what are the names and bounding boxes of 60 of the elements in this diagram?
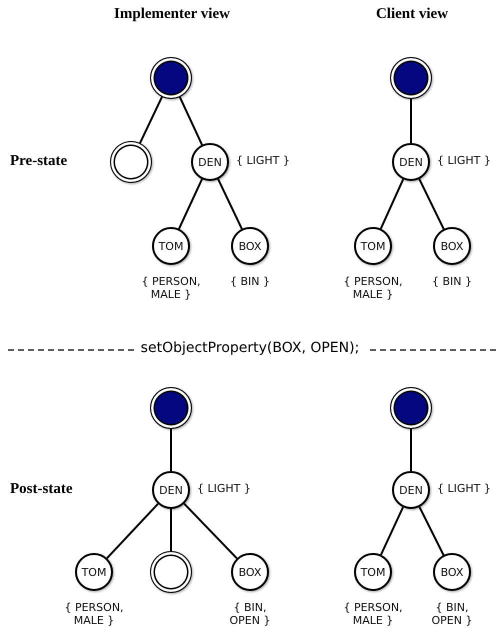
connector-line [410, 429, 412, 471]
connector-line [217, 178, 243, 230]
filled-double-circle [150, 57, 192, 99]
circle-node [191, 143, 229, 181]
connector-line [410, 99, 412, 143]
property-set: { PERSON, MALE } [63, 601, 125, 627]
node-label: TOM [360, 240, 386, 252]
filled-double-circle [390, 57, 432, 99]
property-set: { LIGHT } [197, 482, 251, 495]
property-set: { PERSON, MALE } [342, 601, 404, 627]
node-label: BOX [238, 566, 262, 578]
connector-line [178, 96, 203, 146]
property-set: { LIGHT } [437, 154, 491, 167]
property-set: { BIN, OPEN } [430, 601, 474, 627]
connector-line [418, 178, 445, 230]
property-set: { LIGHT } [437, 482, 491, 495]
node-label: DEN [399, 484, 423, 496]
property-set: { BIN } [430, 275, 473, 288]
node-label: DEN [399, 156, 423, 168]
double-circle [150, 551, 192, 593]
node-label: TOM [82, 566, 106, 578]
node-label: TOM [158, 240, 184, 252]
property-set: { BIN, OPEN } [228, 601, 272, 627]
row-heading: Pre-state [10, 153, 68, 170]
column-heading: Implementer view [114, 6, 230, 23]
connector-line [139, 96, 163, 144]
node-label: BOX [440, 240, 464, 252]
circle-node [231, 553, 269, 591]
property-set: { BIN } [228, 275, 271, 288]
connector-line [178, 178, 203, 230]
node-label: TOM [360, 566, 386, 578]
filled-double-circle [150, 387, 192, 429]
double-circle [110, 141, 152, 183]
circle-node [75, 553, 113, 591]
node-label: BOX [440, 566, 464, 578]
circle-node [152, 471, 190, 509]
circle-node [392, 471, 430, 509]
circle-node [354, 227, 392, 265]
connector-line [170, 429, 172, 471]
circle-node [231, 227, 269, 265]
circle-node [433, 553, 471, 591]
column-heading: Client view [376, 6, 448, 23]
circle-node [354, 553, 392, 591]
connector-line [183, 502, 238, 560]
circle-node [152, 227, 190, 265]
connector-line [106, 503, 159, 559]
node-label: BOX [238, 240, 262, 252]
connector-line [170, 509, 172, 551]
filled-double-circle [390, 387, 432, 429]
connector-line [380, 178, 404, 230]
connector-line [418, 506, 444, 556]
row-heading: Post-state [10, 481, 72, 498]
node-label: DEN [198, 156, 222, 168]
connector-line [380, 506, 404, 556]
property-set: { PERSON, MALE } [140, 275, 202, 301]
property-set: { PERSON, MALE } [342, 275, 404, 301]
circle-node [433, 227, 471, 265]
node-label: DEN [159, 484, 183, 496]
property-set: { LIGHT } [236, 154, 290, 167]
circle-node [392, 143, 430, 181]
